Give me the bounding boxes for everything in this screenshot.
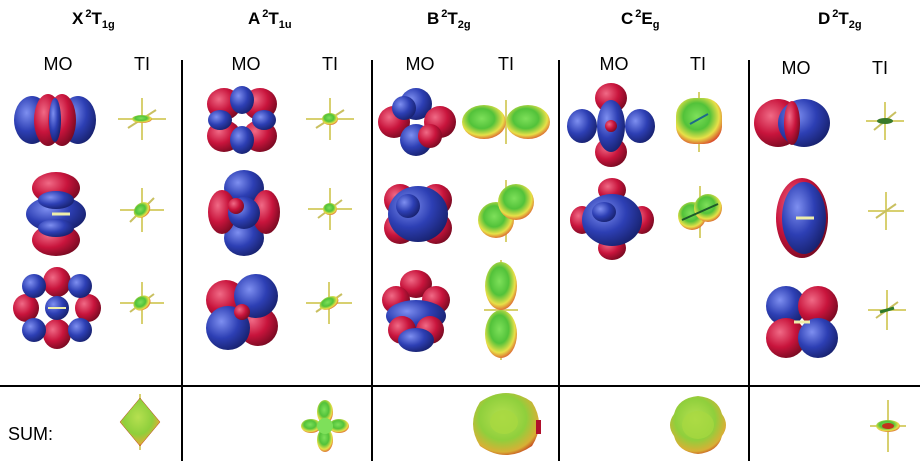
orbital-b-3: [382, 270, 450, 352]
mo-header-b: MO: [405, 54, 435, 74]
orbital-x-2: [26, 172, 86, 256]
ti-b-3: [484, 260, 518, 360]
divider-c-d: [748, 60, 750, 461]
mo-header-x: MO: [43, 54, 73, 74]
ti-x-1: [118, 98, 166, 140]
sum-ti-c: [670, 396, 726, 454]
ti-c-2: [678, 186, 722, 238]
ti-header-c: TI: [690, 54, 706, 74]
orbital-b-2: [384, 184, 452, 244]
ti-b-2: [478, 180, 534, 242]
orbital-a-1: [207, 86, 277, 154]
ti-x-2: [120, 188, 164, 232]
divider-x-a: [181, 60, 183, 461]
orbital-a-3: [206, 274, 278, 350]
ti-c-1: [676, 92, 722, 152]
divider-b-c: [558, 60, 560, 461]
orbital-b-1: [378, 88, 456, 156]
ti-a-2: [308, 188, 352, 230]
ti-header-x: TI: [134, 54, 150, 74]
sum-ti-d: [870, 400, 906, 452]
mo-header-d: MO: [781, 58, 811, 78]
sum-ti-x: [119, 394, 161, 450]
ti-a-3: [306, 282, 352, 324]
ti-d-2: [868, 192, 904, 230]
ti-header-a: TI: [322, 54, 338, 74]
mo-header-a: MO: [231, 54, 261, 74]
mo-header-c: MO: [599, 54, 629, 74]
ti-d-1: [866, 102, 904, 140]
orbital-d-1: [754, 99, 830, 147]
orbital-d-2: [776, 178, 828, 258]
sum-ti-a: [301, 400, 349, 452]
orbital-x-1: [14, 94, 96, 146]
orbital-d-3: [766, 286, 838, 358]
divider-a-b: [371, 60, 373, 461]
orbital-a-2: [208, 170, 280, 256]
sum-label: SUM:: [8, 424, 53, 444]
ti-d-3: [868, 290, 906, 330]
sum-divider: [0, 385, 920, 387]
ti-b-1: [462, 100, 550, 144]
ti-header-b: TI: [498, 54, 514, 74]
ti-header-d: TI: [872, 58, 888, 78]
orbital-c-1: [567, 83, 655, 167]
orbital-x-3: [13, 267, 101, 349]
ti-x-3: [120, 282, 164, 324]
orbital-c-2: [570, 178, 654, 260]
sum-ti-b: [473, 393, 541, 455]
ti-a-1: [306, 98, 354, 140]
